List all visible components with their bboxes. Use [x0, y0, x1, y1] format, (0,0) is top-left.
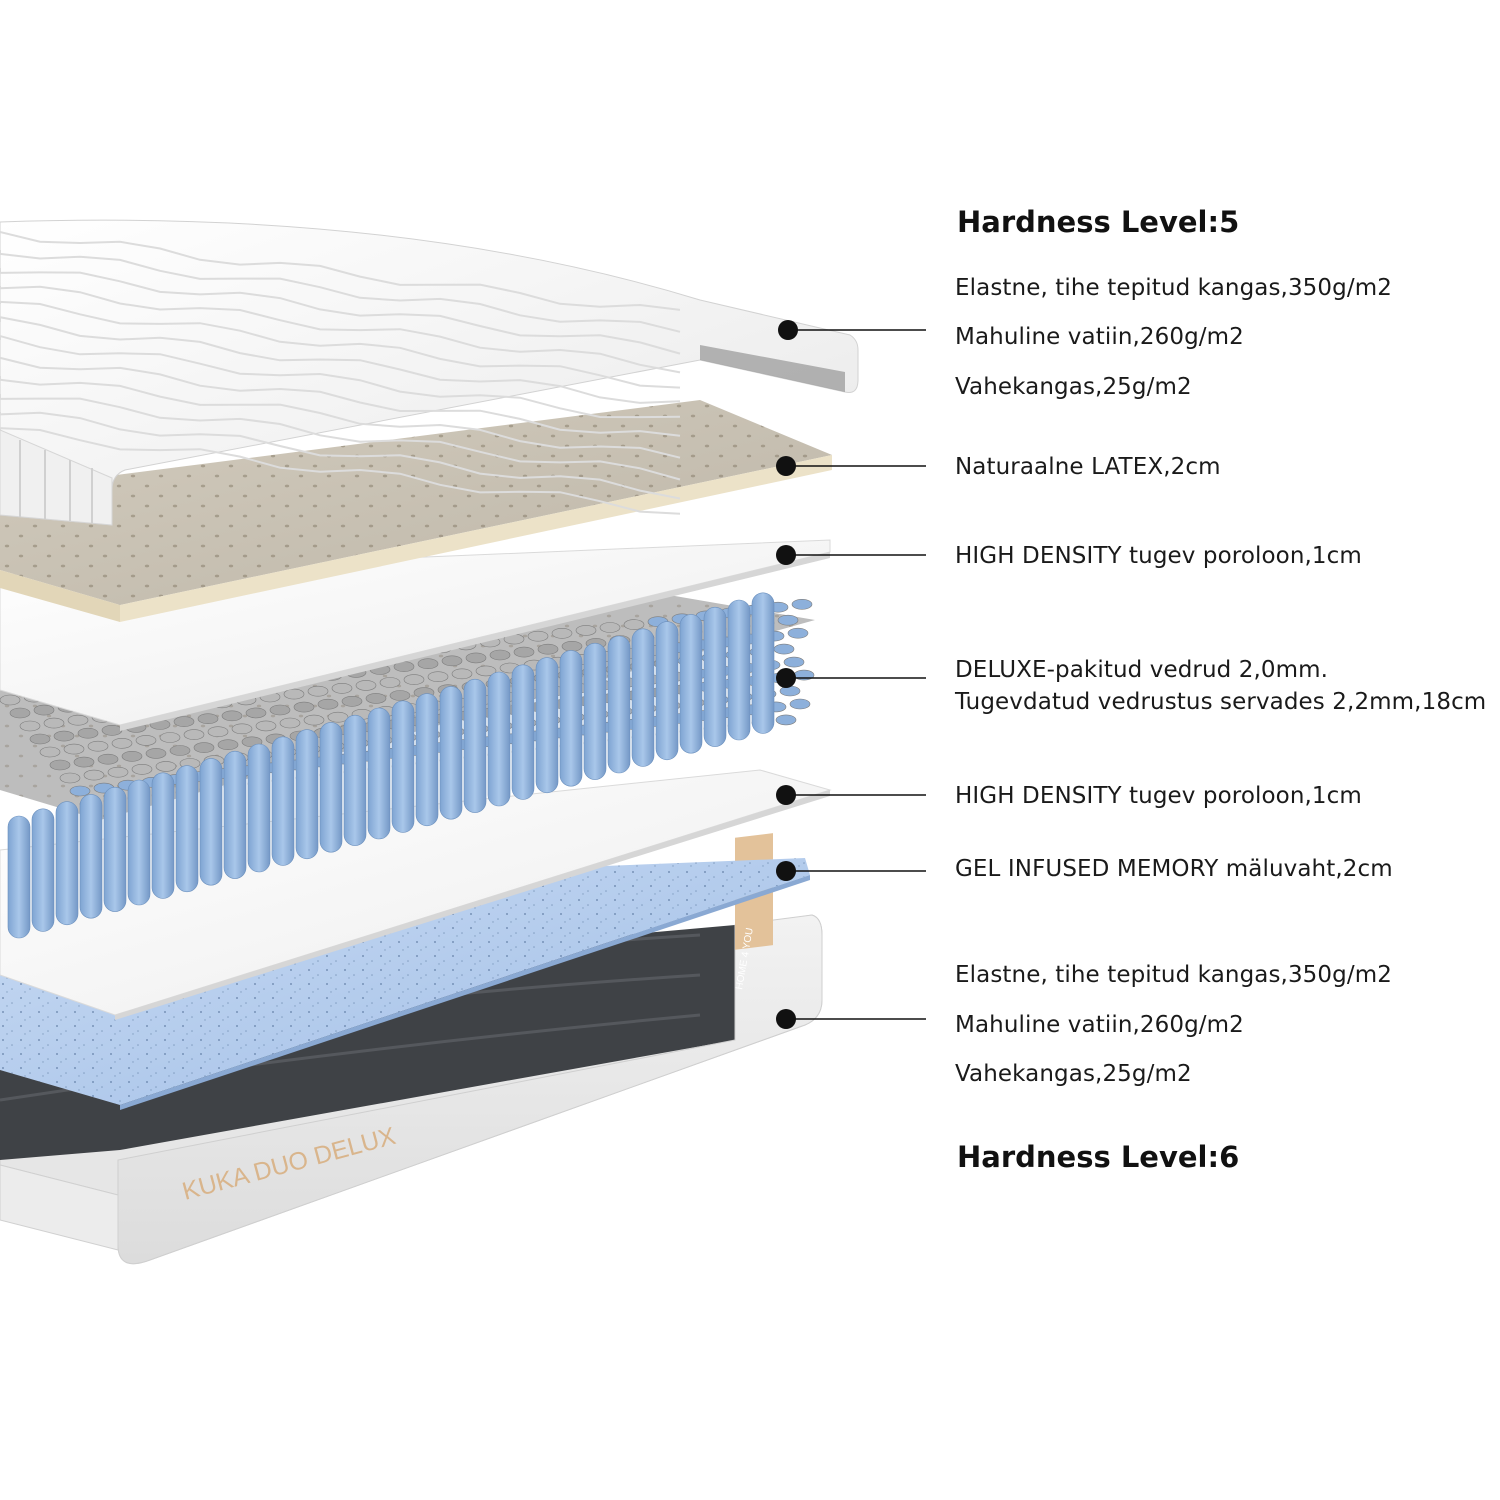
- bottom-cover-label-2: Mahuline vatiin,260g/m2: [955, 1012, 1244, 1038]
- latex-layer: [0, 400, 832, 622]
- springs-label-1: DELUXE-pakitud vedrud 2,0mm.: [955, 657, 1329, 683]
- top-cover-label-1: Elastne, tihe tepitud kangas,350g/m2: [955, 275, 1392, 301]
- marker-latex: [776, 456, 796, 476]
- marker-springs: [776, 668, 796, 688]
- springs-label-2: Tugevdatud vedrustus servades 2,2mm,18cm: [955, 689, 1487, 715]
- marker-bottom-cover: [776, 1009, 796, 1029]
- hardness-bottom-label: Hardness Level:6: [957, 1140, 1240, 1174]
- marker-foam-bottom: [776, 785, 796, 805]
- top-cover-label-2: Mahuline vatiin,260g/m2: [955, 324, 1244, 350]
- gel-label: GEL INFUSED MEMORY mäluvaht,2cm: [955, 856, 1393, 882]
- marker-foam-top: [776, 545, 796, 565]
- top-cover-layer: [0, 219, 859, 526]
- marker-gel: [776, 861, 796, 881]
- hardness-top-label: Hardness Level:5: [957, 205, 1240, 239]
- top-cover-label-3: Vahekangas,25g/m2: [955, 374, 1192, 400]
- bottom-cover-label-1: Elastne, tihe tepitud kangas,350g/m2: [955, 962, 1392, 988]
- springs-layer: [0, 590, 815, 939]
- callouts: [776, 320, 926, 1029]
- springs-label: DELUXE-pakitud vedrud 2,0mm. Tugevdatud …: [955, 654, 1486, 718]
- foam-bottom-label: HIGH DENSITY tugev poroloon,1cm: [955, 783, 1362, 809]
- marker-top-cover: [778, 320, 798, 340]
- foam-top-label: HIGH DENSITY tugev poroloon,1cm: [955, 543, 1362, 569]
- latex-label: Naturaalne LATEX,2cm: [955, 454, 1221, 480]
- bottom-cover-label-3: Vahekangas,25g/m2: [955, 1061, 1192, 1087]
